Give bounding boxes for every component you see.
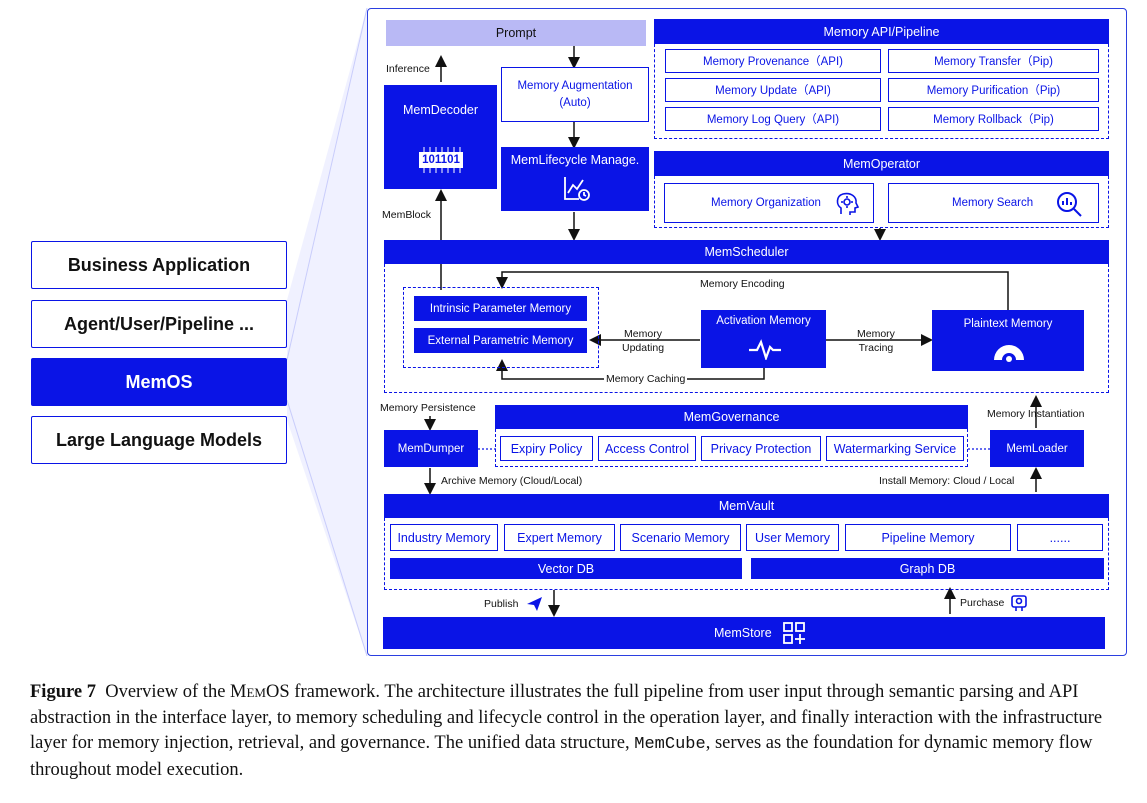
send-icon: [526, 596, 543, 617]
api-title-bar: Memory API/Pipeline: [654, 19, 1109, 44]
operator-panel: [654, 176, 1109, 228]
vault-title-bar: MemVault: [384, 494, 1109, 518]
search-chart-icon: [1055, 190, 1083, 223]
memstore-label: MemStore: [714, 626, 772, 640]
caption-text-1: Overview of the: [105, 682, 231, 702]
figure-label: Figure 7: [30, 682, 96, 702]
caption-memos: MemOS: [230, 682, 290, 702]
lifecycle-chart-icon: [563, 175, 591, 208]
gov-expiry: Expiry Policy: [500, 436, 593, 461]
external-box: External Parametric Memory: [414, 328, 587, 353]
vault-expert: Expert Memory: [504, 524, 615, 551]
side-item-memos: MemOS: [31, 358, 287, 406]
memblock-label: MemBlock: [382, 209, 432, 221]
tracing-label: Memory Tracing: [857, 328, 895, 354]
chip-label: 101101: [422, 154, 460, 166]
install-label: Install Memory: Cloud / Local: [879, 475, 1015, 487]
parametric-group: [403, 287, 599, 368]
gauge-icon: [992, 340, 1026, 367]
caption-text-3: , serves as the foundation for dynamic m…: [30, 733, 1093, 780]
api-purification: Memory Purification（Pip): [888, 78, 1099, 102]
vault-user: User Memory: [746, 524, 839, 551]
memdecoder-title: MemDecoder: [402, 103, 479, 117]
memstore-bar: MemStore: [383, 617, 1105, 649]
api-provenance: Memory Provenance（API): [665, 49, 881, 73]
api-panel: [654, 44, 1109, 139]
side-item-business: Business Application: [31, 241, 287, 289]
side-item-llm: Large Language Models: [31, 416, 287, 464]
vault-pipeline: Pipeline Memory: [845, 524, 1011, 551]
archive-label: Archive Memory (Cloud/Local): [441, 475, 583, 487]
lifecycle-box: MemLifecycle Manage.: [501, 147, 649, 211]
pulse-icon: [748, 338, 782, 365]
graph-db-bar: Graph DB: [751, 558, 1104, 579]
vault-panel: [384, 518, 1109, 590]
purchase-label: Purchase: [960, 597, 1005, 609]
activation-box: Activation Memory: [701, 310, 826, 368]
activation-title: Activation Memory: [716, 315, 811, 327]
side-item-agent: Agent/User/Pipeline ...: [31, 300, 287, 348]
intrinsic-box: Intrinsic Parameter Memory: [414, 296, 587, 321]
organization-label: Memory Organization: [711, 197, 821, 209]
governance-title-bar: MemGovernance: [495, 405, 968, 429]
operator-search: Memory Search: [888, 183, 1099, 223]
plaintext-title: Plaintext Memory: [963, 318, 1053, 330]
instantiation-label: Memory Instantiation: [987, 408, 1085, 420]
gov-privacy: Privacy Protection: [701, 436, 821, 461]
vault-scenario: Scenario Memory: [620, 524, 741, 551]
encoding-label: Memory Encoding: [700, 278, 785, 290]
api-transfer: Memory Transfer（Pip): [888, 49, 1099, 73]
persistence-label: Memory Persistence: [380, 402, 476, 414]
updating-label: Memory Updating: [622, 328, 665, 354]
lifecycle-title: MemLifecycle Manage.: [510, 153, 640, 167]
caption-text-2: framework. The architecture illustrates …: [30, 682, 1103, 753]
scheduler-title-bar: MemScheduler: [384, 240, 1109, 264]
chip-icon: [418, 147, 464, 178]
augmentation-box: Memory Augmentation (Auto): [501, 67, 649, 122]
operator-title-bar: MemOperator: [654, 151, 1109, 176]
publish-label: Publish: [484, 598, 519, 610]
api-log-query: Memory Log Query（API): [665, 107, 881, 131]
figure-caption: Figure 7 Overview of the MemOS framework…: [30, 680, 1125, 783]
vector-db-bar: Vector DB: [390, 558, 742, 579]
caching-label: Memory Caching: [604, 373, 688, 385]
search-label: Memory Search: [952, 197, 1034, 209]
memdumper-box: MemDumper: [384, 430, 478, 467]
apps-icon: [782, 621, 806, 650]
vault-industry: Industry Memory: [390, 524, 498, 551]
plaintext-box: Plaintext Memory: [932, 310, 1084, 371]
api-update: Memory Update（API): [665, 78, 881, 102]
vault-more: ......: [1017, 524, 1103, 551]
memloader-box: MemLoader: [990, 430, 1084, 467]
caption-memcube: MemCube: [634, 735, 706, 754]
scheduler-panel: [384, 264, 1109, 393]
memdecoder-box: MemDecoder 101101: [384, 85, 497, 189]
brain-icon: [833, 190, 861, 223]
gov-access: Access Control: [598, 436, 696, 461]
prompt-bar: Prompt: [386, 20, 646, 46]
inference-label: Inference: [386, 63, 430, 75]
operator-organization: Memory Organization: [664, 183, 874, 223]
api-rollback: Memory Rollback（Pip): [888, 107, 1099, 131]
governance-panel: [495, 429, 968, 467]
gov-watermark: Watermarking Service: [826, 436, 964, 461]
cart-icon: [1010, 594, 1028, 617]
